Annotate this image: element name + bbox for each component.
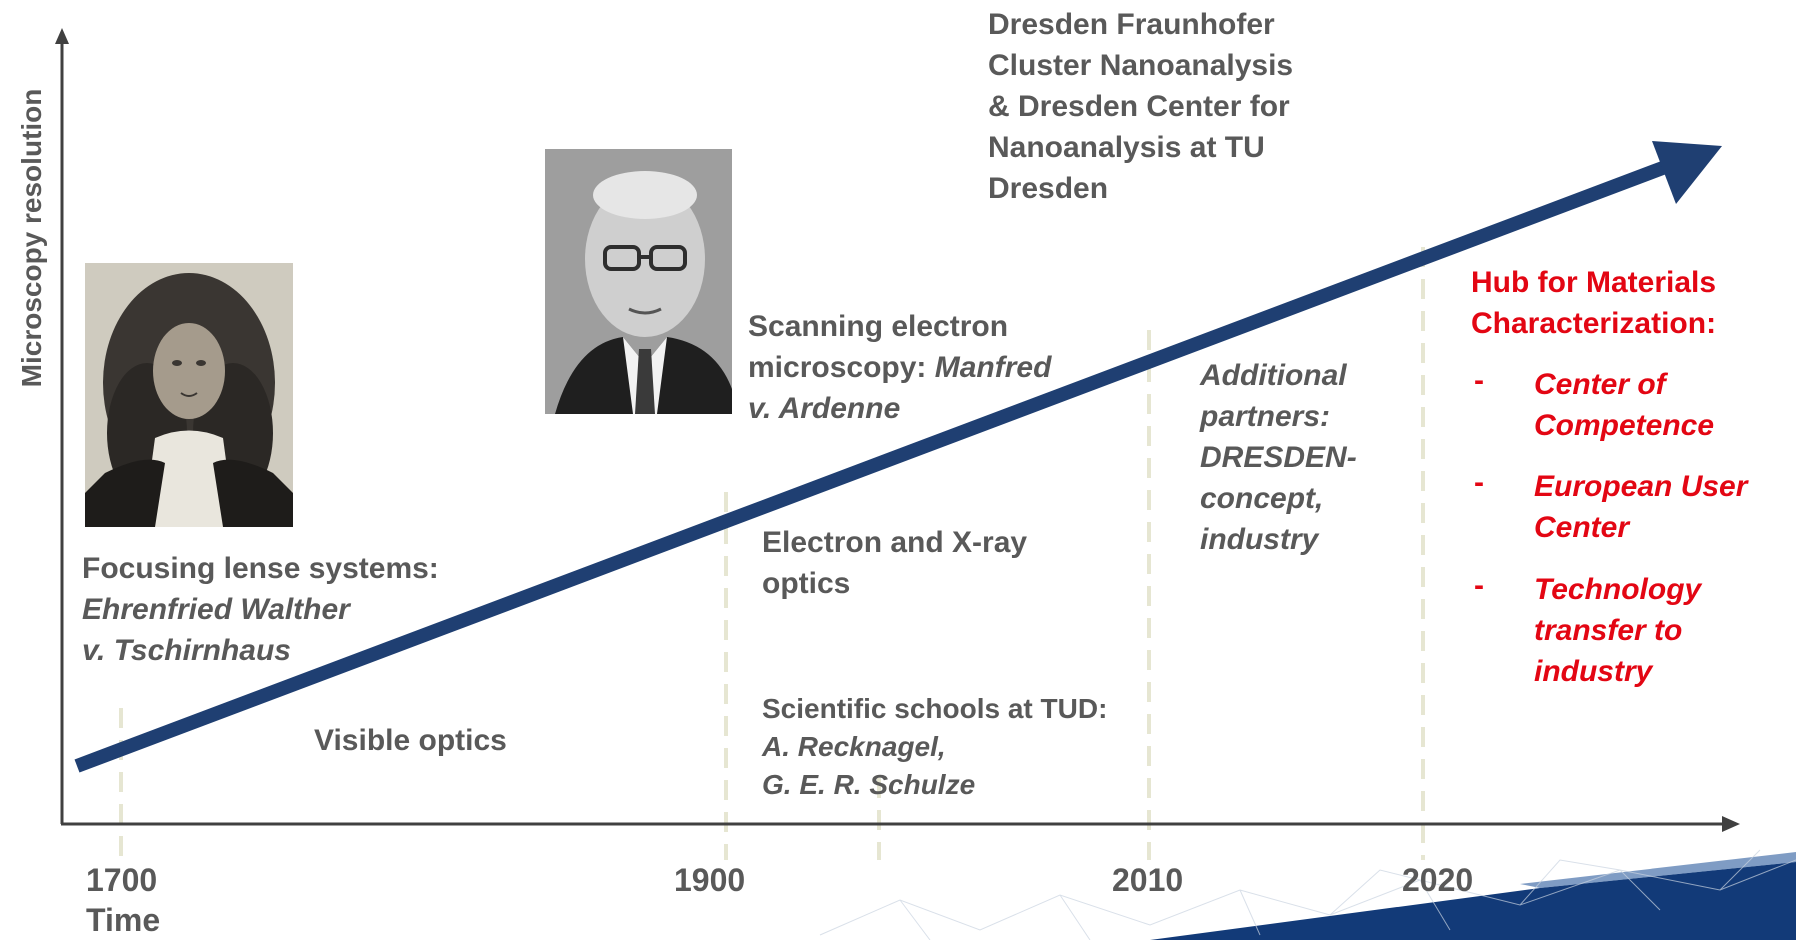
network-lines-decoration	[819, 849, 1796, 940]
fraunhofer-line1: Dresden Fraunhofer	[988, 8, 1275, 41]
tick-label-1900: 1900	[674, 862, 746, 898]
bullet-dash: -	[1474, 364, 1484, 397]
ardenne-title-line1: Scanning electron	[748, 310, 1009, 343]
engraved-portrait-icon	[85, 263, 293, 527]
partners-line4: concept,	[1200, 482, 1324, 515]
axes	[55, 28, 1740, 832]
fraunhofer-line2: Cluster Nanoanalysis	[988, 49, 1294, 82]
hub-title-line1: Hub for Materials	[1471, 266, 1717, 299]
fraunhofer-line5: Dresden	[988, 172, 1109, 205]
hub-bullet-user-center-line2: Center	[1534, 511, 1630, 544]
tud-schools-name-line1: A. Recknagel,	[762, 731, 946, 762]
fraunhofer-line3: & Dresden Center for	[988, 90, 1290, 123]
ardenne-title-line2: microscopy: Manfred	[748, 347, 1051, 388]
partners-line2: partners:	[1200, 400, 1331, 433]
ardenne-name-part1: Manfred	[934, 351, 1052, 384]
hub-bullet-competence-line2: Competence	[1534, 409, 1715, 442]
bullet-dash: -	[1474, 466, 1484, 499]
bullet-dash: -	[1474, 569, 1484, 602]
hub-bullet-technology-transfer: - Technology transfer to industry	[1474, 569, 1764, 692]
hub-bullet-tech-line2: transfer to	[1534, 614, 1683, 647]
partners-line5: industry	[1200, 523, 1319, 556]
ardenne-title-line2-text: microscopy:	[748, 351, 927, 384]
tschirnhaus-title: Focusing lense systems:	[82, 552, 439, 585]
resolution-trend-arrow	[74, 141, 1722, 773]
footer-band	[819, 849, 1796, 940]
hub-title-line2: Characterization:	[1471, 307, 1717, 340]
y-axis-label: Microscopy resolution	[16, 88, 47, 388]
ardenne-name-part2: v. Ardenne	[748, 392, 901, 425]
tud-schools-title: Scientific schools at TUD:	[762, 693, 1108, 724]
hub-bullet-competence: - Center of Competence	[1474, 364, 1764, 446]
hub-bullet-user-center: - European User Center	[1474, 466, 1764, 548]
tick-label-2020: 2020	[1402, 862, 1474, 898]
x-axis-label: Time	[86, 902, 161, 938]
partners-line3: DRESDEN-	[1200, 441, 1357, 474]
fraunhofer-line4: Nanoanalysis at TU	[988, 131, 1265, 164]
hub-bullet-tech-line3: industry	[1534, 655, 1653, 688]
dashed-guides	[119, 247, 1425, 860]
tick-label-1700: 1700	[86, 862, 158, 898]
hub-bullet-competence-line1: Center of	[1534, 368, 1666, 401]
hub-bullet-user-center-line1: European User	[1534, 470, 1748, 503]
x-axis-arrowhead	[1722, 816, 1740, 832]
tschirnhaus-name-line1: Ehrenfried Walther	[82, 593, 350, 626]
tschirnhaus-name-line2: v. Tschirnhaus	[82, 634, 291, 667]
tick-label-2010: 2010	[1112, 862, 1184, 898]
y-axis-arrowhead	[55, 28, 69, 44]
hub-bullet-tech-line1: Technology	[1534, 573, 1702, 606]
partners-line1: Additional	[1200, 359, 1347, 392]
era-visible-optics: Visible optics	[314, 724, 507, 757]
photo-portrait-icon	[545, 149, 732, 414]
era-electron-xray: Electron and X-ray optics	[762, 526, 1028, 600]
tud-schools-name-line2: G. E. R. Schulze	[762, 769, 976, 800]
